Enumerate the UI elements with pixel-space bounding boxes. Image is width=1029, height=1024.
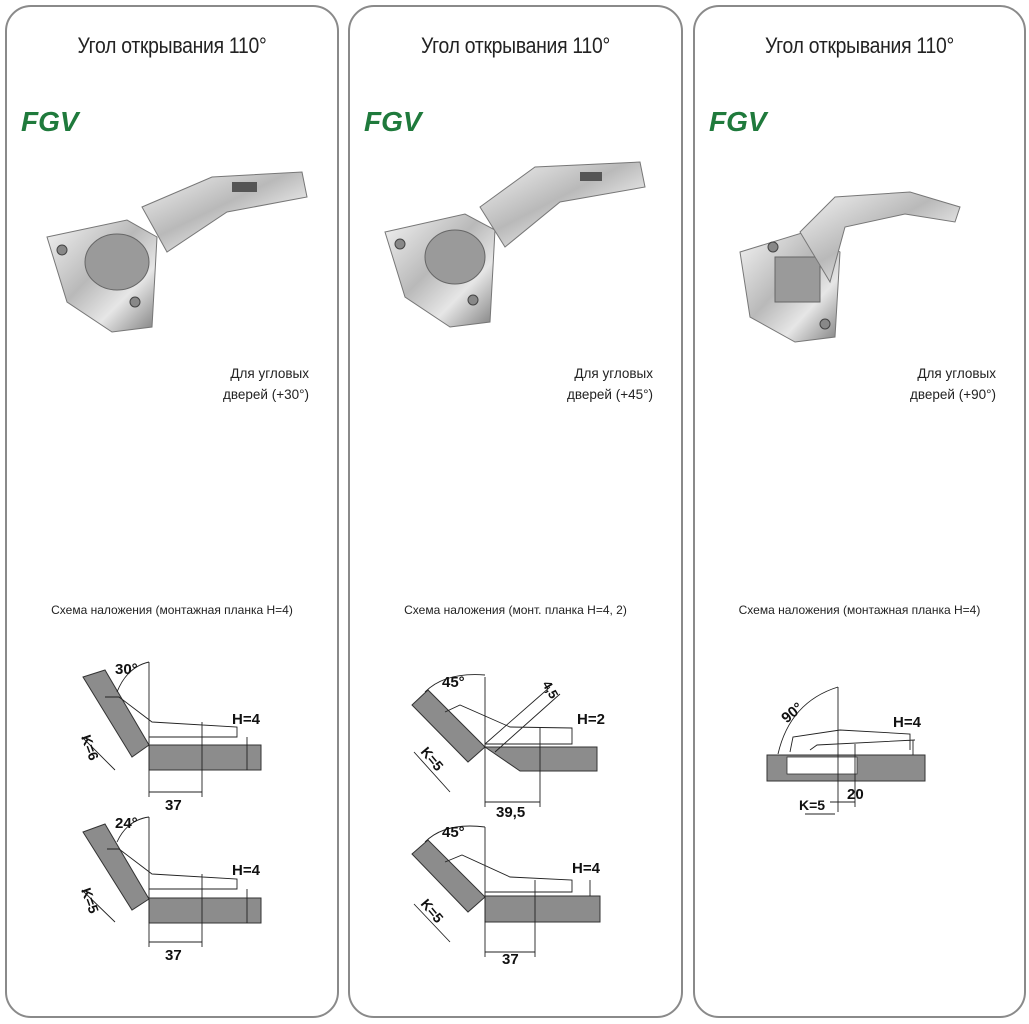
angle-label: 24° (115, 815, 138, 832)
caption-line: дверей (+45°) (566, 387, 653, 402)
dimension-label: 39,5 (496, 804, 525, 821)
caption-line: дверей (+90°) (909, 387, 996, 402)
hinge-photo (384, 161, 646, 328)
product-card-90: Угол открывания 110° FGV Для угловых две… (693, 5, 1026, 1018)
scheme-label: Схема наложения (монтажная планка H=4) (51, 603, 293, 617)
k-label: K=5 (799, 797, 825, 813)
overlay-h-label: H=4 (572, 860, 601, 877)
hinge-photo (46, 171, 308, 333)
scheme-label: Схема наложения (монтажная планка H=4) (738, 603, 981, 617)
caption-line: Для угловых (917, 366, 996, 381)
dimension-label: 20 (847, 786, 864, 803)
dimension-label: 37 (165, 947, 182, 964)
overlay-h-label: H=4 (232, 862, 261, 879)
card-title: Угол открывания 110° (77, 33, 267, 58)
overlay-diagrams: 45° 4,5 H=2 K=5 39,5 45° H=4 K=5 37 (411, 674, 605, 968)
fgv-logo: FGV (364, 106, 424, 135)
product-card-45: Угол открывания 110° FGV Для угловых две… (348, 5, 683, 1018)
svg-text:FGV: FGV (364, 106, 424, 135)
angle-label: 45° (442, 674, 465, 691)
svg-text:FGV: FGV (709, 106, 769, 135)
door-type-caption: Для угловых дверей (+45°) (567, 363, 653, 405)
door-type-caption: Для угловых дверей (+90°) (910, 363, 996, 405)
scheme-label: Схема наложения (монт. планка H=4, 2) (404, 603, 627, 617)
angle-label: 90° (778, 699, 806, 727)
angle-label: 30° (115, 661, 138, 678)
fgv-logo: FGV (709, 106, 769, 135)
caption-line: Для угловых (574, 366, 653, 381)
overlay-diagrams: 90° H=4 K=5 20 (766, 686, 926, 815)
caption-line: дверей (+30°) (222, 387, 309, 402)
angle-label: 45° (442, 824, 465, 841)
diagram-90: 90° H=4 K=5 20 (766, 686, 926, 815)
fgv-logo: FGV (21, 106, 81, 135)
diagram-24: 24° H=4 K=5 37 (78, 815, 262, 964)
card-title: Угол открывания 110° (421, 33, 610, 58)
diagram-45-h4: 45° H=4 K=5 37 (411, 824, 601, 968)
k-label: K=6 (78, 733, 102, 763)
overlay-h-label: H=4 (232, 711, 261, 728)
caption-line: Для угловых (230, 366, 309, 381)
k-label: K=5 (418, 744, 447, 774)
door-type-caption: Для угловых дверей (+30°) (223, 363, 309, 405)
overlay-diagrams: 30° H=4 K=6 37 24° H=4 K=5 37 (78, 661, 262, 964)
hinge-photo (739, 191, 961, 343)
svg-text:FGV: FGV (21, 106, 81, 135)
card-title: Угол открывания 110° (765, 33, 954, 58)
diagram-30: 30° H=4 K=6 37 (78, 661, 262, 814)
k-label: K=5 (78, 886, 102, 916)
offset-label: 4,5 (539, 678, 561, 701)
dimension-label: 37 (165, 797, 182, 814)
overlay-h-label: H=2 (577, 711, 605, 728)
k-label: K=5 (418, 896, 447, 926)
dimension-label: 37 (502, 951, 519, 968)
overlay-h-label: H=4 (893, 714, 922, 731)
product-card-30: Угол открывания 110° FGV Для угловых две… (5, 5, 339, 1018)
diagram-45-h2: 45° 4,5 H=2 K=5 39,5 (411, 674, 605, 821)
